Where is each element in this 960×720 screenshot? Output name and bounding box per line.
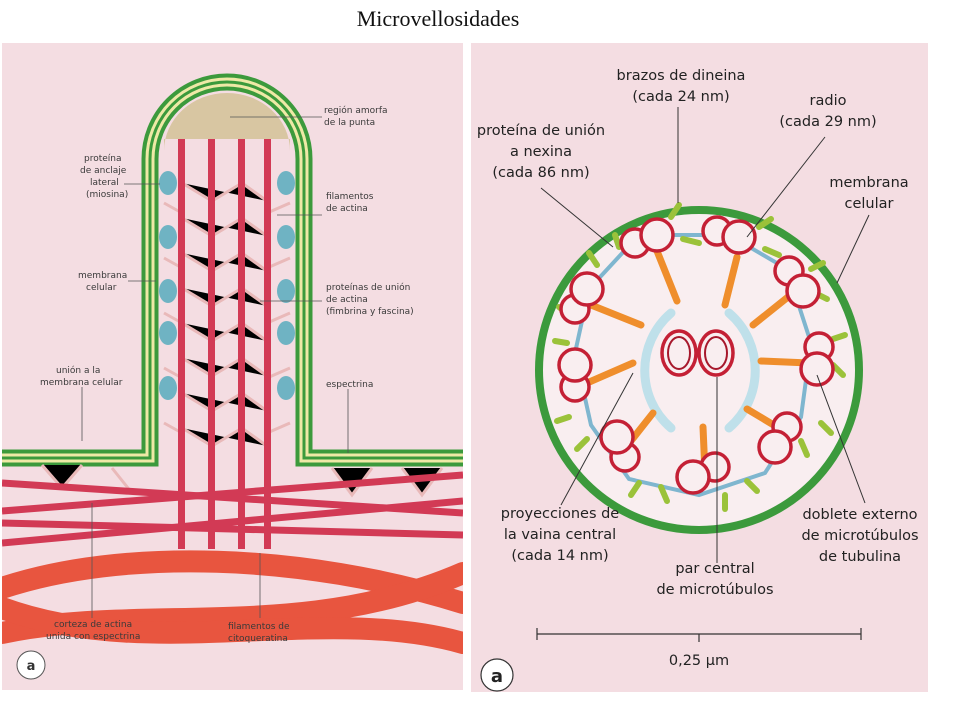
label-anchor-4: (miosina) <box>86 190 128 200</box>
axoneme-illustration: brazos de dineina (cada 24 nm) radio (ca… <box>471 43 928 692</box>
label-central-2: de microtúbulos <box>656 582 773 598</box>
label-keratin-1: filamentos de <box>228 622 290 632</box>
label-doublet-2: de microtúbulos <box>801 528 918 544</box>
label-membrane-1: membrana <box>78 271 127 281</box>
label-nexin-2: a nexina <box>510 144 572 160</box>
label-actin-2: de actina <box>326 204 368 214</box>
label-amorphous-2: de la punta <box>324 118 375 128</box>
actin-cortex <box>2 471 463 547</box>
label-nexin-3: (cada 86 nm) <box>492 165 589 181</box>
label-actin-1: filamentos <box>326 192 374 202</box>
label-radius-2: (cada 29 nm) <box>779 114 876 130</box>
scale-bar <box>536 628 862 642</box>
label-doublet-3: de tubulina <box>819 549 901 565</box>
label-spectrin: espectrina <box>326 380 373 390</box>
central-sheath-right <box>724 308 760 433</box>
panel-badge <box>16 650 46 680</box>
cell-membrane-core <box>2 80 463 460</box>
panel-badge-letter: a <box>491 666 503 687</box>
scale-label: 0,25 µm <box>669 653 729 669</box>
actin-filament-bundle <box>178 139 271 549</box>
label-membrane-2: celular <box>845 196 894 212</box>
label-union-1: unión a la <box>56 365 100 376</box>
actin-crosslinks <box>163 181 291 448</box>
microvillus-illustration: región amorfa de la punta proteína de an… <box>2 43 463 690</box>
microvillus-diagram-panel: región amorfa de la punta proteína de an… <box>2 43 463 690</box>
cytokeratin-filaments <box>2 550 463 654</box>
label-binding-3: (fimbrina y fascina) <box>326 307 414 317</box>
label-projections-1: proyecciones de <box>501 506 620 522</box>
outer-doublets <box>557 215 835 495</box>
amorphous-tip-cap <box>172 112 282 137</box>
label-central-1: par central <box>675 561 754 577</box>
label-membrane-2: celular <box>86 283 117 293</box>
central-pair-inner <box>667 336 728 370</box>
myosin-anchors <box>159 171 295 400</box>
label-radius-1: radio <box>810 93 847 109</box>
label-dynein-1: brazos de dineina <box>617 68 746 84</box>
label-nexin-1: proteína de unión <box>477 123 605 139</box>
label-anchor-2: de anclaje <box>80 166 127 176</box>
label-dynein-2: (cada 24 nm) <box>632 89 729 105</box>
label-binding-2: de actina <box>326 295 368 305</box>
dynein-arms <box>552 202 848 512</box>
leader-lines <box>540 107 870 563</box>
central-sheath-left <box>640 308 676 433</box>
label-union-2: membrana celular <box>40 378 123 388</box>
label-projections-3: (cada 14 nm) <box>511 548 608 564</box>
axoneme-diagram-panel: brazos de dineina (cada 24 nm) radio (ca… <box>471 43 928 692</box>
label-amorphous-1: región amorfa <box>324 105 388 116</box>
label-cortex-1: corteza de actina <box>54 620 132 630</box>
label-anchor-1: proteína <box>84 154 122 164</box>
label-anchor-3: lateral <box>90 178 119 188</box>
leader-lines <box>81 116 349 618</box>
label-binding-1: proteínas de unión <box>326 282 410 293</box>
label-keratin-2: citoqueratina <box>228 634 288 644</box>
label-membrane-1: membrana <box>829 175 908 191</box>
panel-badge-letter: a <box>27 659 36 674</box>
panel-badge <box>480 658 514 692</box>
label-projections-2: la vaina central <box>504 527 616 543</box>
page-title: Microvellosidades <box>356 6 520 31</box>
label-doublet-1: doblete externo <box>802 507 917 523</box>
label-cortex-2: unida con espectrina <box>46 632 140 642</box>
